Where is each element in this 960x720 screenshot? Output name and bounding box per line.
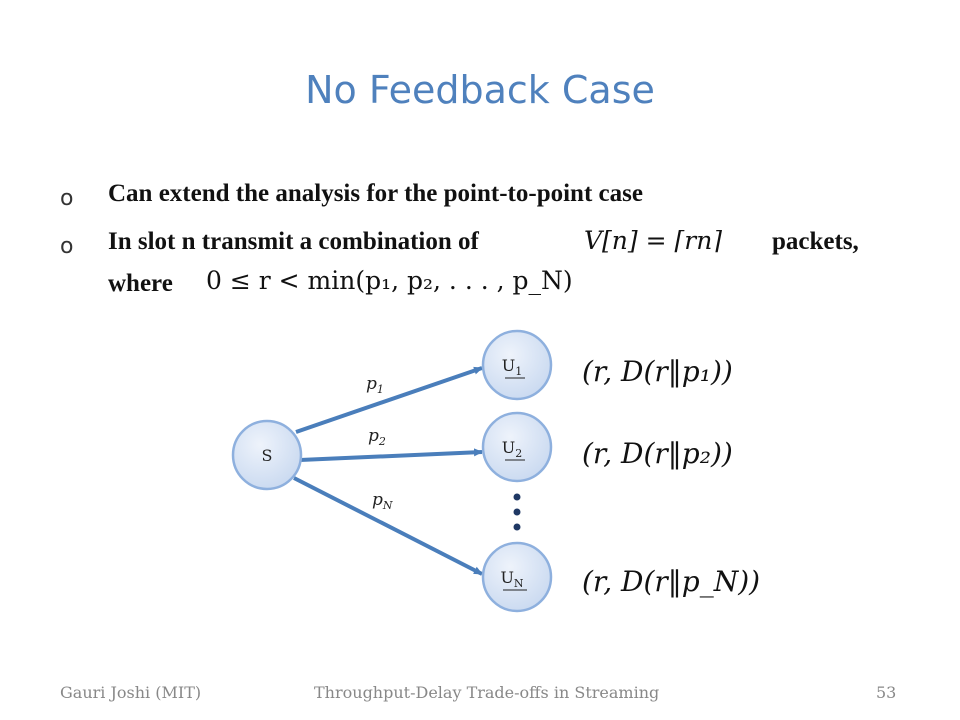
bullet-marker-1: o	[60, 186, 74, 211]
edge-s-to-u2	[299, 448, 483, 462]
bullet-2-text: In slot n transmit a combination of	[108, 228, 479, 255]
bullet-2-formula: V[n] = ⌈rn⌉	[584, 226, 723, 255]
svg-text:UN: UN	[500, 568, 523, 590]
svg-text:U2: U2	[502, 438, 522, 460]
edge-label-pn: pN	[372, 490, 393, 512]
rate-label-u1: (r, D(r‖p₁))	[582, 355, 733, 388]
bullet-2-text-after: packets,	[772, 228, 859, 255]
user-node-u2: U2	[481, 411, 553, 483]
edge-s-to-un	[293, 476, 483, 576]
edge-label-p1: p1	[366, 374, 384, 396]
page-number: 53	[876, 683, 897, 702]
slide-title: No Feedback Case	[305, 68, 655, 112]
rate-label-u2: (r, D(r‖p₂))	[582, 437, 733, 470]
svg-text:U1: U1	[502, 356, 522, 378]
footer-author: Gauri Joshi (MIT)	[60, 683, 202, 702]
edge-s-to-u1	[295, 366, 483, 434]
bullet-marker-2: o	[60, 234, 74, 259]
rate-condition-formula: 0 ≤ r < min(p₁, p₂, . . . , p_N)	[206, 266, 573, 295]
user-node-un: UN	[481, 541, 553, 613]
source-label: S	[262, 446, 273, 465]
edge-label-p2: p2	[368, 426, 386, 448]
source-node-s: S	[231, 419, 303, 491]
footer-talk-title: Throughput-Delay Trade-offs in Streaming	[314, 683, 660, 702]
user-node-u1: U1	[481, 329, 553, 401]
rate-label-un: (r, D(r‖p_N))	[582, 565, 761, 598]
bullet-1-text: Can extend the analysis for the point-to…	[108, 180, 643, 207]
vertical-ellipsis-icon	[513, 493, 521, 531]
bullet-2-continuation: where	[108, 270, 173, 297]
